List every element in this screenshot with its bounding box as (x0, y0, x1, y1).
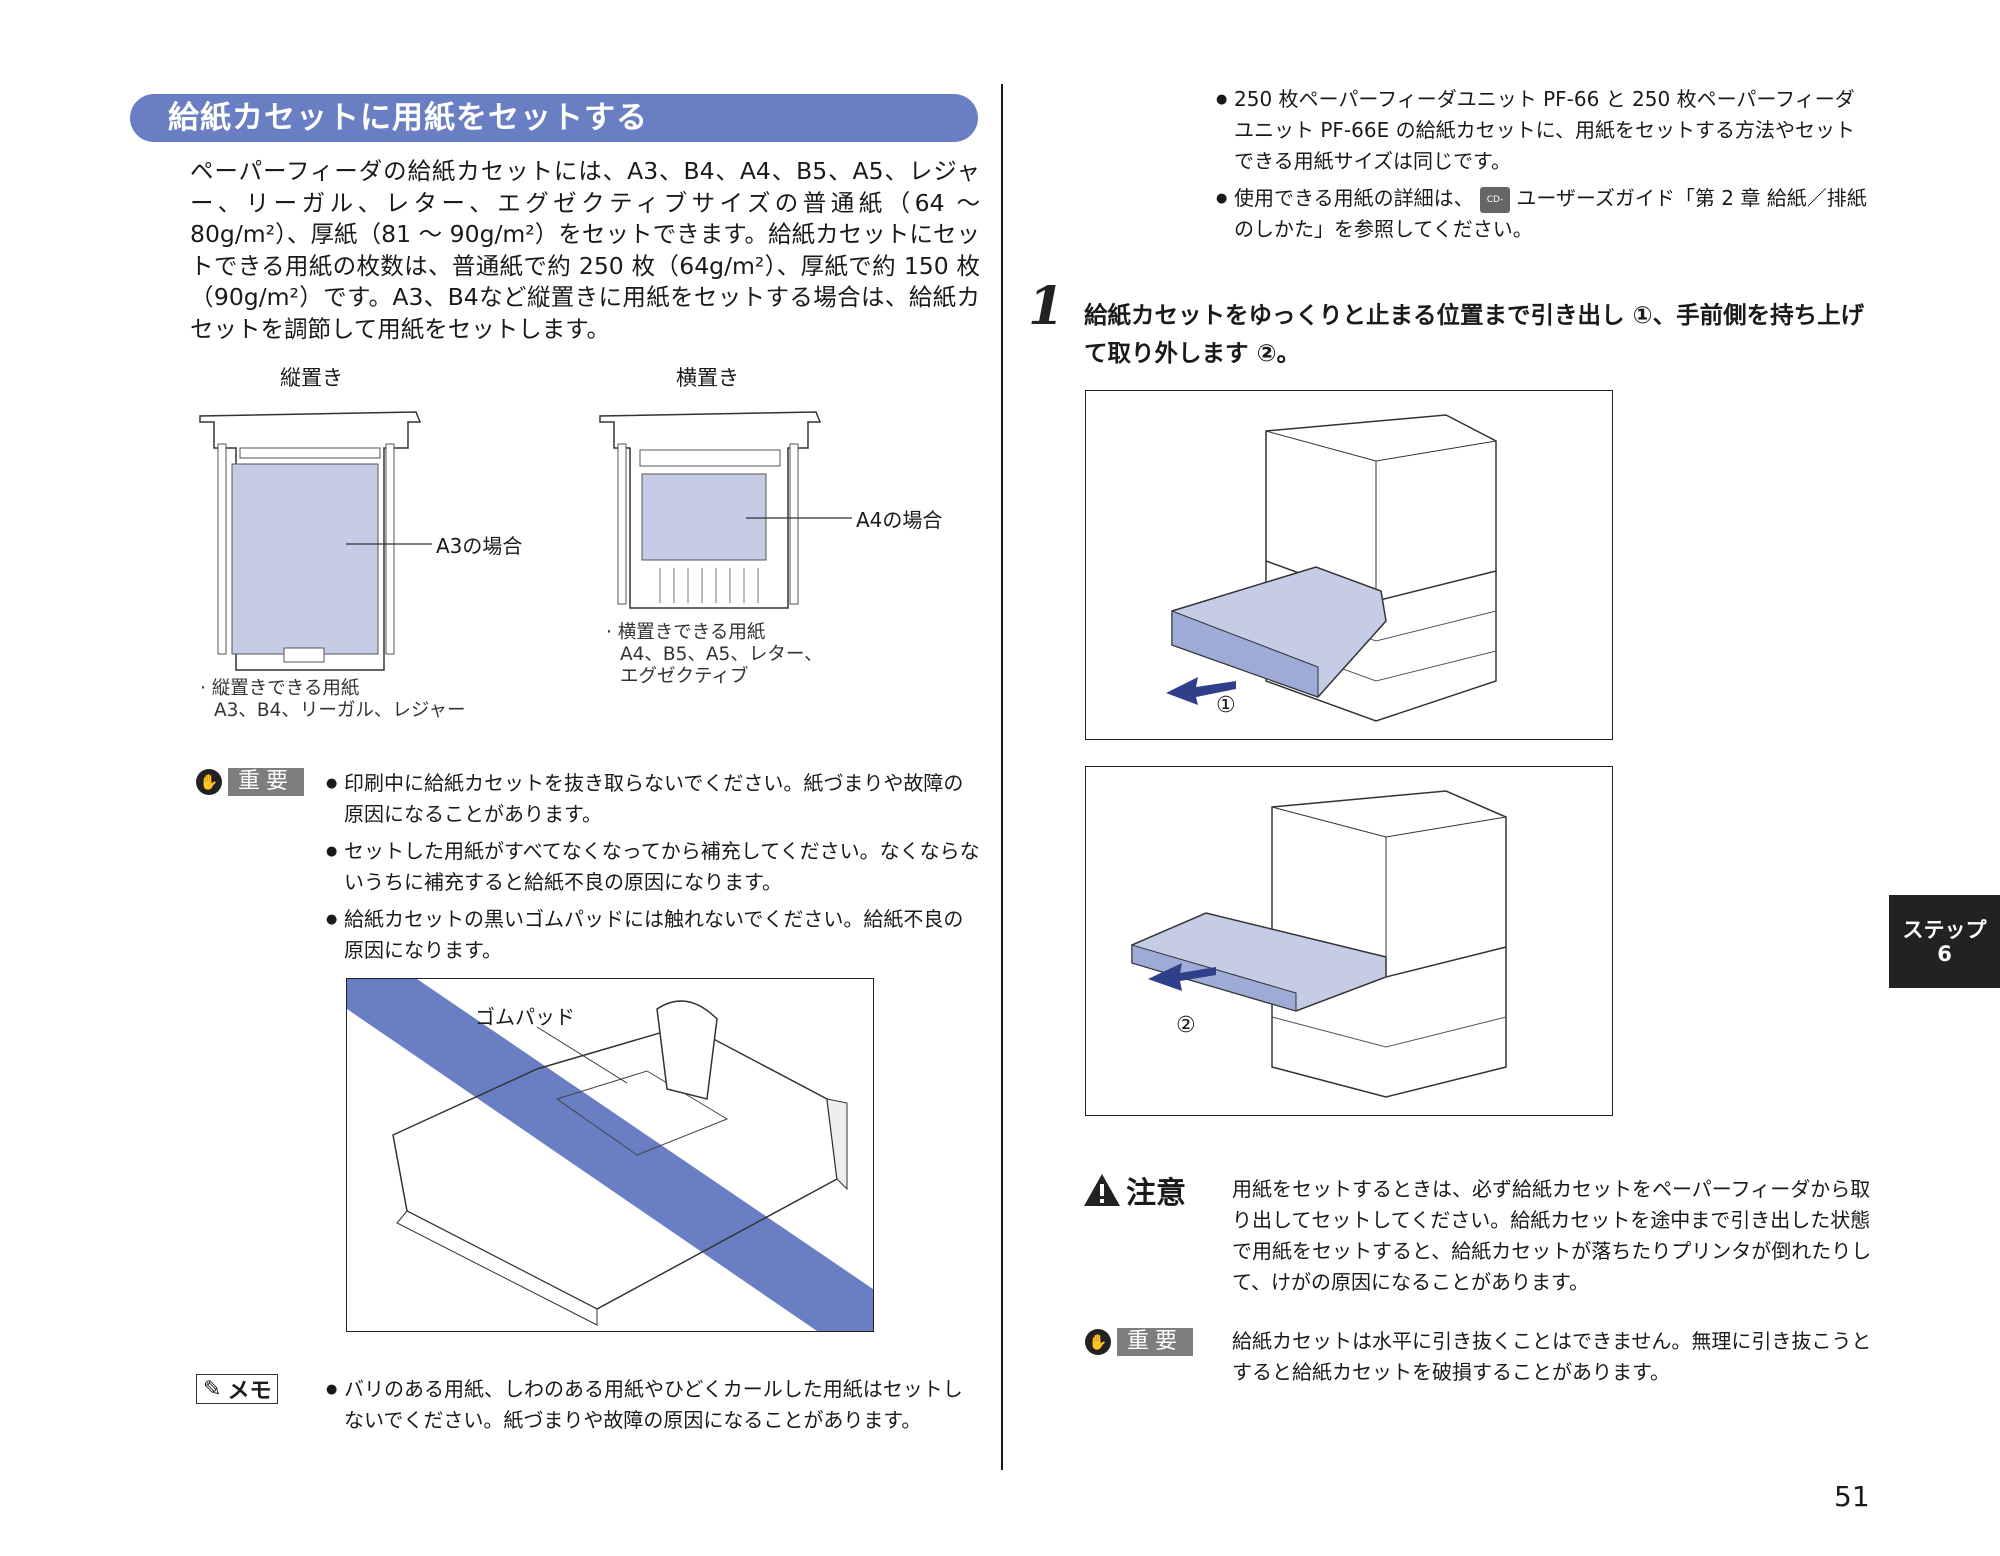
landscape-note-title: · 横置きできる用紙 (606, 622, 766, 643)
intro-paragraph: ペーパーフィーダの給紙カセットには、A3、B4、A4、B5、A5、レジャー、リー… (190, 157, 980, 343)
memo-label: メモ (227, 1379, 272, 1404)
side-tab-number: 6 (1937, 941, 1952, 966)
rubber-pad-label: ゴムパッド (475, 1005, 575, 1029)
step-marker-1: ① (1216, 693, 1236, 718)
step-figure-1: ① (1085, 390, 1613, 740)
important-label: 重要 (1117, 1328, 1194, 1356)
callout-a4: A4の場合 (856, 508, 943, 532)
printer-pull-diagram (1166, 414, 1497, 722)
section-title: 給紙カセットに用紙をセットする (130, 94, 978, 142)
landscape-tray-diagram (599, 411, 852, 609)
step-instruction: 給紙カセットをゆっくりと止まる位置まで引き出し ①、手前側を持ち上げて取り外しま… (1084, 301, 1865, 367)
list-item: 給紙カセットの黒いゴムパッドには触れないでください。給紙不良の原因になります。 (326, 904, 980, 966)
list-item: バリのある用紙、しわのある用紙やひどくカールした用紙はセットしないでください。紙… (326, 1374, 980, 1436)
list-item: セットした用紙がすべてなくなってから補充してください。なくならないうちに補充する… (326, 836, 980, 898)
column-divider (1001, 84, 1003, 1470)
step-figure-2: ② (1085, 766, 1613, 1116)
portrait-note: · 縦置きできる用紙 A3、B4、リーガル、レジャー (200, 678, 465, 722)
hand-icon: ✋ (196, 769, 222, 795)
chapter-side-tab: ステップ 6 (1889, 895, 2000, 988)
printer-remove-diagram (1131, 790, 1507, 1098)
memo-list: バリのある用紙、しわのある用紙やひどくカールした用紙はセットしないでください。紙… (326, 1374, 980, 1442)
portrait-note-title: · 縦置きできる用紙 (200, 678, 360, 699)
landscape-note: · 横置きできる用紙 A4、B5、A5、レター、 エグゼクティブ (606, 622, 823, 688)
important-text-right: 給紙カセットは水平に引き抜くことはできません。無理に引き抜こうとすると給紙カセッ… (1232, 1329, 1872, 1384)
list-item: 印刷中に給紙カセットを抜き取らないでください。紙づまりや故障の原因になることがあ… (326, 768, 980, 830)
note-text-pre: 使用できる用紙の詳細は、 (1234, 186, 1474, 210)
figure-caption-portrait: 縦置き (280, 366, 343, 390)
memo-tag: ✎ メモ (196, 1374, 279, 1404)
caution-text: 用紙をセットするときは、必ず給紙カセットをペーパーフィーダから取り出してセットし… (1232, 1177, 1872, 1294)
list-item: 使用できる用紙の詳細は、 CD-ROM ユーザーズガイド「第 2 章 給紙／排紙… (1216, 183, 1872, 245)
landscape-note-sizes-1: A4、B5、A5、レター、 (620, 644, 823, 665)
pencil-icon: ✎ (203, 1376, 222, 1402)
portrait-tray-diagram (199, 411, 432, 671)
step-number: 1 (1028, 276, 1065, 337)
landscape-note-sizes-2: エグゼクティブ (620, 666, 749, 687)
list-item: 250 枚ペーパーフィーダユニット PF-66 と 250 枚ペーパーフィーダユ… (1216, 84, 1872, 177)
note-text-post: ユーザーズガイド「第 2 章 給紙／排紙のしかた」を参照してください。 (1234, 186, 1867, 241)
portrait-note-sizes: A3、B4、リーガル、レジャー (214, 700, 466, 721)
hand-icon: ✋ (1085, 1329, 1111, 1355)
callout-a3: A3の場合 (436, 534, 523, 558)
important-tag-left: ✋ 重要 (196, 768, 305, 796)
step-marker-2: ② (1176, 1013, 1196, 1038)
warning-triangle-icon (1084, 1174, 1120, 1206)
important-tag-right: ✋ 重要 (1085, 1328, 1194, 1356)
figure-caption-landscape: 横置き (676, 366, 739, 390)
rubber-pad-figure: ゴムパッド (346, 978, 874, 1332)
caution-label: 注意 (1126, 1176, 1186, 1211)
side-tab-label: ステップ (1902, 917, 1987, 942)
important-label: 重要 (228, 768, 305, 796)
important-list-left: 印刷中に給紙カセットを抜き取らないでください。紙づまりや故障の原因になることがあ… (326, 768, 980, 972)
cd-rom-icon: CD-ROM (1479, 186, 1510, 231)
right-notes-list: 250 枚ペーパーフィーダユニット PF-66 と 250 枚ペーパーフィーダユ… (1216, 84, 1872, 251)
rubber-pad-diagram (347, 979, 873, 1331)
page-number: 51 (1834, 1480, 1870, 1513)
caution-tag: 注意 (1082, 1168, 1186, 1212)
